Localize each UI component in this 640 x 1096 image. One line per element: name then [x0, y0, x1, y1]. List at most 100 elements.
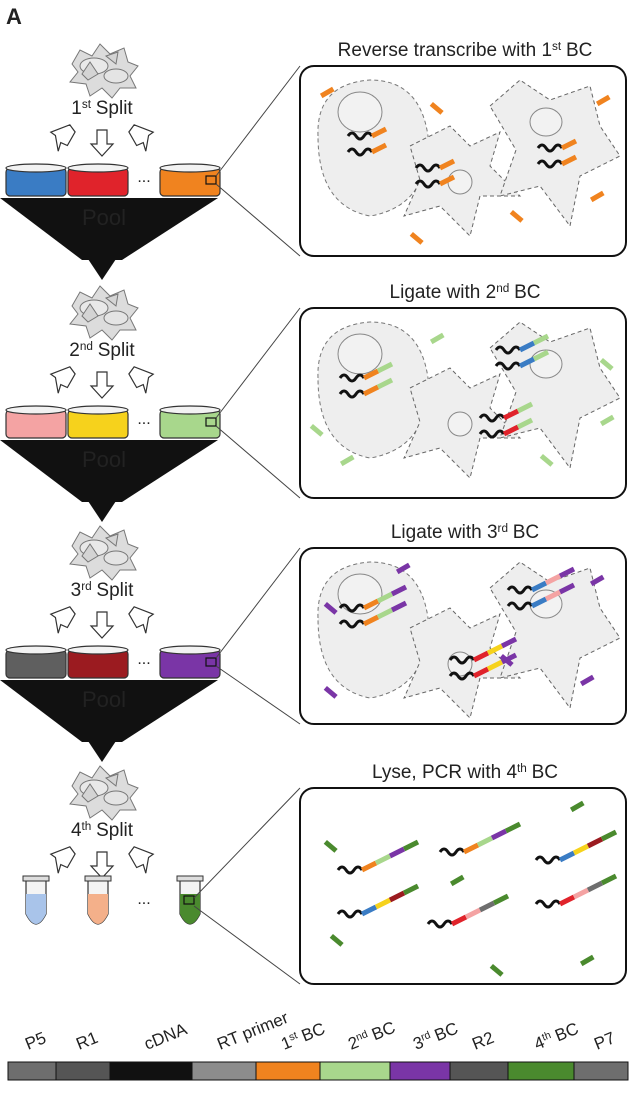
zoom-box: [205, 657, 217, 667]
barcode-segment: [532, 349, 550, 362]
cdna-strand: [338, 373, 366, 383]
barcode-segment: [558, 582, 576, 595]
arrow-left-icon: [49, 606, 76, 634]
barcode-segment: [502, 424, 520, 437]
barcode-segment: [390, 600, 408, 613]
split-arrows: [49, 846, 155, 879]
free-barcode: [409, 231, 424, 245]
barcode-segment: [544, 573, 562, 586]
arrow-down-icon: [90, 851, 114, 879]
barcode-segment: [362, 598, 380, 611]
split-arrows: [49, 124, 155, 157]
arrow-right-icon: [128, 366, 155, 394]
free-barcode: [323, 839, 338, 853]
cdna-strand: [478, 413, 506, 423]
barcode-segment: [500, 636, 518, 649]
cell-body: [489, 561, 621, 710]
barcode-segment: [402, 839, 420, 852]
funnel-shape: [0, 440, 218, 502]
cdna-strand: [338, 603, 366, 613]
cell-cluster-icon: [69, 525, 139, 581]
funnel-tip: [86, 256, 118, 280]
barcode-segment: [572, 887, 590, 900]
free-barcode: [595, 94, 611, 107]
dish-rim: [159, 645, 221, 655]
arrow-down-icon: [90, 129, 114, 157]
molecule: [346, 126, 388, 141]
tube-liquid: [26, 894, 46, 924]
zoom-box: [205, 417, 217, 427]
barcode-segment: [376, 377, 394, 390]
cdna-strand: [338, 619, 366, 629]
arrow-left-icon: [49, 366, 76, 394]
construct-bar: [7, 1061, 629, 1081]
barcode-segment: [376, 591, 394, 604]
barcode-segment: [376, 361, 394, 374]
arrow-left-icon: [49, 846, 76, 874]
free-barcode: [589, 190, 605, 203]
legend-label: R2: [469, 1028, 496, 1054]
barcode-segment: [374, 897, 392, 910]
barcode-segment: [362, 368, 380, 381]
zoom-line-top: [193, 787, 301, 899]
cdna-strand: [506, 601, 534, 611]
cdna-strand: [336, 909, 364, 919]
split-arrows: [49, 366, 155, 399]
tube-cap: [84, 875, 112, 882]
molecule: [506, 582, 576, 611]
free-barcode: [599, 357, 614, 371]
dish-1: [5, 163, 67, 197]
cdna-strand: [346, 147, 374, 157]
free-barcode: [579, 954, 595, 967]
arrow-down-icon: [90, 371, 114, 399]
ellipsis-text: ...: [137, 169, 150, 186]
barcode-segment: [600, 873, 618, 886]
construct-segment: [573, 1061, 629, 1081]
free-barcode: [429, 332, 445, 345]
cdna-strand: [536, 143, 564, 153]
dish-3: [159, 645, 221, 679]
split-arrows: [49, 606, 155, 639]
cdna-strand: [336, 865, 364, 875]
dish-3: [159, 163, 221, 197]
dish-1: [5, 645, 67, 679]
cdna-strand: [448, 671, 476, 681]
dish-2: [67, 163, 129, 197]
free-barcode: [599, 414, 615, 427]
cdna-strand: [478, 429, 506, 439]
molecule: [336, 883, 420, 919]
nucleus: [447, 169, 473, 195]
molecule: [448, 636, 518, 665]
cdna-strand: [426, 919, 454, 929]
molecule: [534, 829, 618, 865]
construct-segment: [55, 1061, 111, 1081]
zoom-box: [205, 175, 217, 185]
dish-rim: [67, 405, 129, 415]
free-barcode: [449, 874, 465, 887]
ellipsis-text: ...: [137, 411, 150, 428]
barcode-segment: [486, 643, 504, 656]
free-barcode: [323, 685, 338, 699]
dish-rim: [67, 645, 129, 655]
dish-3: [159, 405, 221, 439]
panel-frame: [299, 787, 627, 985]
cdna-strand: [338, 389, 366, 399]
zoom-line-bottom: [215, 665, 301, 725]
pool-label: Pool: [82, 447, 126, 472]
zoom-panel: [299, 787, 627, 985]
barcode-segment: [360, 904, 378, 917]
molecule: [338, 600, 408, 629]
molecule: [338, 377, 394, 399]
molecule: [506, 566, 576, 595]
barcode-segment: [464, 907, 482, 920]
molecule: [478, 417, 534, 439]
molecule: [494, 333, 550, 355]
ellipsis-text: ...: [137, 651, 150, 668]
